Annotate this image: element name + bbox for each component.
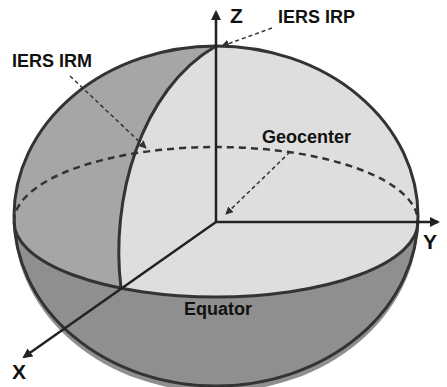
equator-front (14, 222, 418, 297)
leader-line (70, 76, 146, 148)
lower-hemisphere (14, 222, 418, 387)
axis-label: Z (230, 4, 243, 27)
point-label: IERS IRP (278, 8, 355, 28)
x-axis (24, 222, 216, 357)
z-axis (215, 12, 218, 222)
meridian-region (14, 46, 216, 288)
leader-line (222, 28, 272, 46)
meridian-label: IERS IRM (12, 52, 92, 72)
axis-label: X (12, 360, 26, 383)
y-axis (216, 221, 438, 224)
center-label: Geocenter (262, 128, 351, 148)
equator-label: Equator (184, 300, 252, 320)
leader-line (226, 152, 290, 214)
meridian-line (119, 46, 216, 288)
axis-label: Y (423, 230, 437, 253)
